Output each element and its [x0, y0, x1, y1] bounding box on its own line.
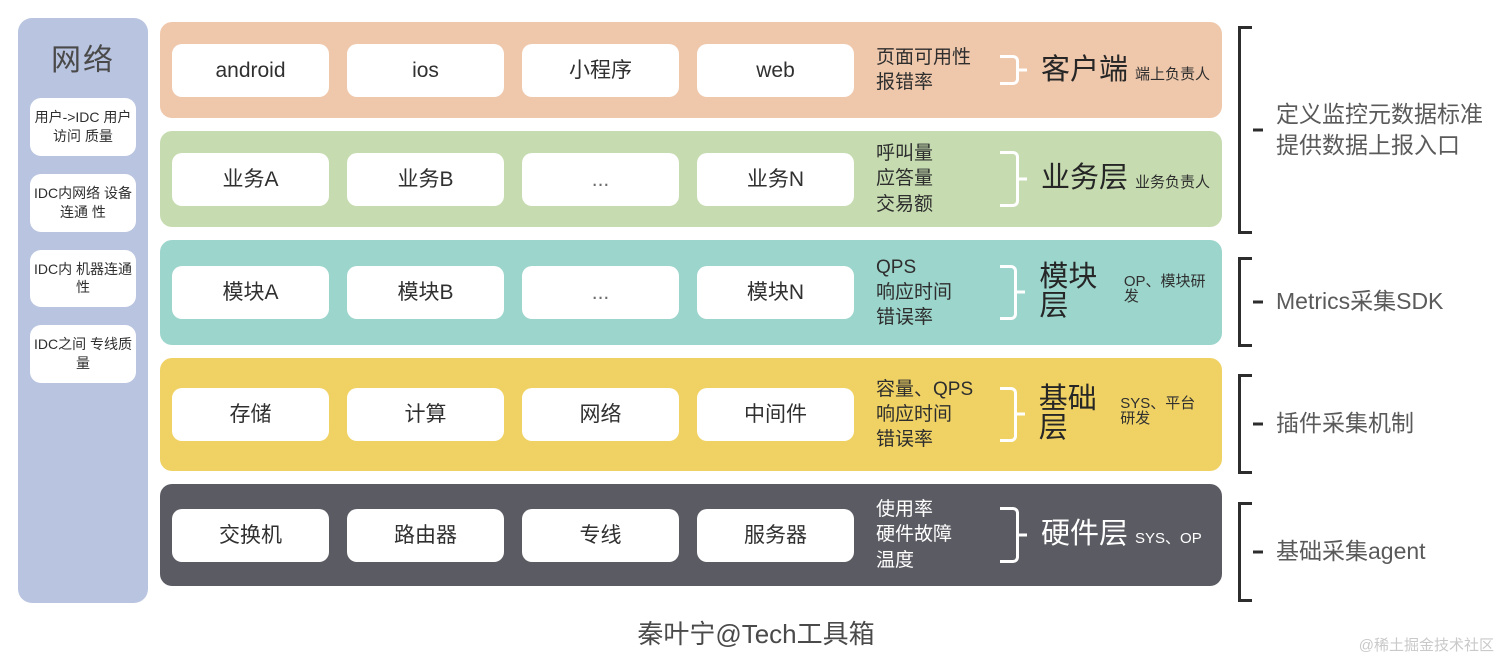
layer-name-group: 客户端 端上负责人: [1041, 53, 1211, 86]
layer-items: android ios 小程序 web: [172, 43, 854, 97]
brace-icon: [1000, 386, 1017, 443]
brace-icon: [1000, 264, 1018, 321]
layer-summary: 容量、QPS 响应时间 错误率 基础层 SYS、平台研发: [876, 377, 1210, 452]
layer-item: 存储: [172, 388, 329, 441]
sidebar-card: 用户->IDC 用户访问 质量: [30, 98, 136, 156]
layer-metrics: QPS 响应时间 错误率: [876, 256, 953, 329]
layer-name-group: 基础层 SYS、平台研发: [1039, 385, 1210, 443]
layer-summary: QPS 响应时间 错误率 模块层 OP、模块研发: [876, 255, 1210, 330]
layer-client: android ios 小程序 web 页面可用性 报错率 客户端 端上负责人: [160, 22, 1222, 118]
layer-summary: 使用率 硬件故障 温度 硬件层 SYS、OP: [876, 497, 1210, 572]
layer-items: 交换机 路由器 专线 服务器: [172, 508, 854, 562]
layer-item: 服务器: [697, 508, 854, 562]
layer-item: ...: [522, 266, 679, 319]
layer-name: 硬件层: [1041, 518, 1129, 551]
layer-item: 模块N: [697, 266, 854, 319]
sidebar-card: IDC内网络 设备连通 性: [30, 173, 136, 232]
annotation-plugin-collection: 插件采集机制: [1238, 374, 1414, 474]
layer-name: 模块层: [1039, 261, 1098, 323]
layer-summary: 页面可用性 报错率 客户端 端上负责人: [876, 45, 1210, 95]
layer-hardware: 交换机 路由器 专线 服务器 使用率 硬件故障 温度 硬件层 SYS、OP: [160, 484, 1222, 586]
layer-module: 模块A 模块B ... 模块N QPS 响应时间 错误率 模块层 OP、模块研发: [160, 240, 1222, 345]
layer-owner: SYS、OP: [1135, 530, 1202, 548]
bracket-icon: [1238, 502, 1252, 602]
layer-item: 小程序: [522, 43, 679, 97]
watermark: @稀土掘金技术社区: [1358, 637, 1494, 654]
annotation-text: Metrics采集SDK: [1276, 288, 1444, 315]
layer-items: 模块A 模块B ... 模块N: [172, 266, 854, 319]
sidebar-card: IDC之间 专线质量: [30, 325, 136, 384]
layer-item: 交换机: [172, 508, 329, 562]
layer-metrics: 容量、QPS 响应时间 错误率: [876, 378, 974, 451]
bracket-icon: [1238, 26, 1252, 234]
layer-items: 存储 计算 网络 中间件: [172, 388, 854, 441]
layer-item: 中间件: [697, 388, 854, 441]
annotation-metadata-standard: 定义监控元数据标准 提供数据上报入口: [1238, 26, 1483, 234]
layer-name-group: 业务层 业务负责人: [1041, 164, 1210, 193]
annotation-text: 基础采集agent: [1276, 538, 1426, 565]
layer-metrics: 使用率 硬件故障 温度: [876, 499, 953, 571]
layer-business: 业务A 业务B ... 业务N 呼叫量 应答量 交易额 业务层 业务负责人: [160, 131, 1222, 227]
layer-item: android: [172, 43, 329, 97]
layer-items: 业务A 业务B ... 业务N: [172, 152, 854, 206]
layer-owner: 业务负责人: [1135, 174, 1211, 192]
layer-name: 基础层: [1038, 383, 1097, 445]
layer-item: 路由器: [347, 508, 504, 562]
brace-icon: [1000, 54, 1019, 86]
layer-item: 业务A: [172, 152, 329, 206]
layer-name: 客户端: [1041, 53, 1129, 86]
layer-owner: SYS、平台研发: [1120, 395, 1196, 428]
annotation-text: 定义监控元数据标准 提供数据上报入口: [1276, 100, 1483, 158]
layer-item: ...: [522, 152, 679, 206]
annotation-text: 插件采集机制: [1276, 410, 1414, 437]
layer-metrics: 页面可用性 报错率: [876, 46, 972, 93]
layer-item: 网络: [522, 388, 679, 441]
layer-item: 模块B: [347, 266, 504, 319]
layer-item: 计算: [347, 388, 504, 441]
bracket-icon: [1238, 374, 1252, 474]
layer-owner: 端上负责人: [1135, 65, 1211, 83]
layer-base: 存储 计算 网络 中间件 容量、QPS 响应时间 错误率 基础层 SYS、平台研…: [160, 358, 1222, 471]
layer-item: 模块A: [172, 266, 329, 319]
layer-item: 业务B: [347, 152, 504, 206]
footer-credit: 秦叶宁@Tech工具箱: [637, 619, 875, 649]
sidebar-title: 网络: [51, 44, 115, 77]
layer-item: 业务N: [697, 152, 854, 206]
layer-metrics: 呼叫量 应答量 交易额: [876, 143, 934, 215]
layer-name-group: 模块层 OP、模块研发: [1039, 263, 1210, 321]
brace-icon: [1000, 151, 1019, 207]
layer-owner: OP、模块研发: [1123, 273, 1206, 306]
brace-icon: [1000, 507, 1019, 563]
layer-name: 业务层: [1041, 162, 1129, 195]
bracket-icon: [1238, 257, 1252, 347]
annotation-metrics-sdk: Metrics采集SDK: [1238, 257, 1443, 347]
layer-name-group: 硬件层 SYS、OP: [1041, 520, 1202, 549]
network-sidebar: 网络 用户->IDC 用户访问 质量 IDC内网络 设备连通 性 IDC内 机器…: [18, 18, 148, 603]
layer-item: web: [697, 43, 854, 97]
annotation-base-agent: 基础采集agent: [1238, 502, 1426, 602]
layer-item: ios: [347, 43, 504, 97]
layer-summary: 呼叫量 应答量 交易额 业务层 业务负责人: [876, 141, 1210, 216]
layer-item: 专线: [522, 508, 679, 562]
layer-stack: android ios 小程序 web 页面可用性 报错率 客户端 端上负责人 …: [160, 22, 1222, 599]
sidebar-card: IDC内 机器连通 性: [30, 249, 136, 308]
